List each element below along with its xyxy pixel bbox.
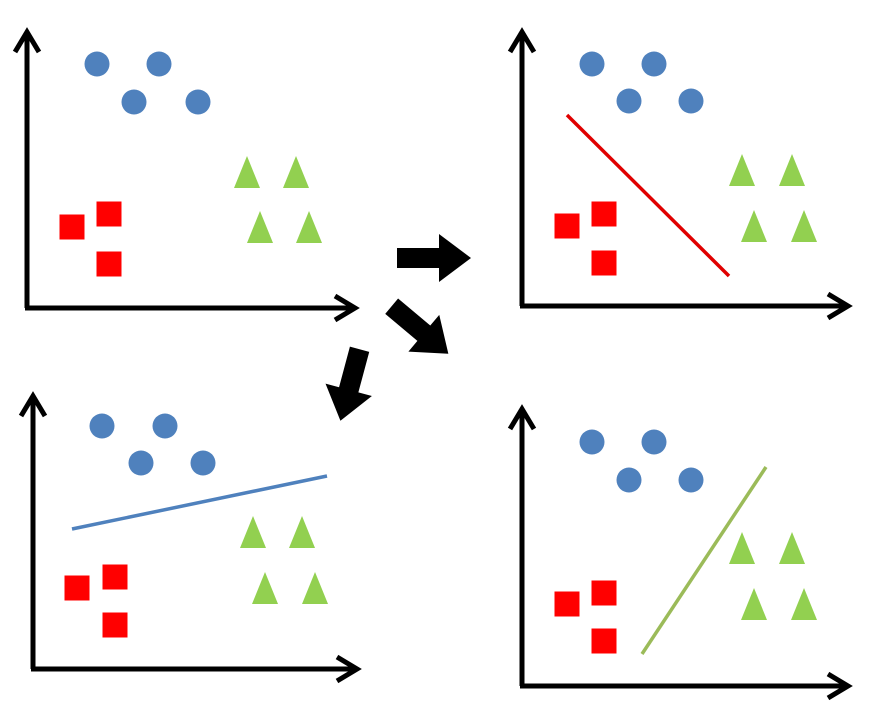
y-axis-arrowhead — [507, 404, 537, 431]
x-axis-arrowhead — [826, 671, 853, 701]
panel-original — [12, 27, 360, 323]
green-triangle — [252, 572, 278, 604]
green-triangle — [729, 532, 755, 564]
arrow-down-left — [325, 346, 372, 421]
green-triangle — [779, 532, 805, 564]
separator-line-blue — [71, 474, 328, 531]
red-square — [591, 580, 617, 606]
green-triangle — [729, 154, 755, 186]
y-axis-arrowhead — [18, 391, 48, 418]
blue-circle — [579, 429, 605, 455]
blue-circle — [146, 51, 172, 77]
x-axis-arrowhead — [335, 654, 362, 684]
blue-circle — [616, 467, 642, 493]
panel-green-separator — [507, 404, 853, 701]
arrow-right — [397, 234, 471, 282]
red-square — [96, 251, 122, 277]
green-triangle — [247, 211, 273, 243]
green-triangle — [779, 154, 805, 186]
green-triangle — [791, 588, 817, 620]
blue-circle — [128, 450, 154, 476]
green-triangle — [296, 211, 322, 243]
red-square — [102, 564, 128, 590]
red-square — [102, 612, 128, 638]
red-square — [591, 201, 617, 227]
panel-red-separator — [507, 27, 853, 321]
y-axis-arrowhead — [12, 27, 42, 54]
red-square — [96, 201, 122, 227]
green-triangle — [791, 210, 817, 242]
red-square — [59, 214, 85, 240]
separator-line-green — [640, 466, 768, 655]
blue-circle — [152, 413, 178, 439]
blue-circle — [579, 51, 605, 77]
blue-circle — [616, 88, 642, 114]
blue-circle — [84, 51, 110, 77]
arrow-down-right — [385, 298, 449, 354]
y-axis-arrowhead — [507, 27, 537, 54]
red-square — [554, 591, 580, 617]
blue-circle — [89, 413, 115, 439]
panel-blue-separator — [18, 391, 362, 684]
green-triangle — [234, 156, 260, 188]
x-axis-arrowhead — [333, 293, 360, 323]
blue-circle — [185, 89, 211, 115]
blue-circle — [121, 89, 147, 115]
red-square — [591, 628, 617, 654]
green-triangle — [283, 156, 309, 188]
red-square — [64, 575, 90, 601]
green-triangle — [741, 210, 767, 242]
green-triangle — [240, 516, 266, 548]
blue-circle — [678, 467, 704, 493]
green-triangle — [302, 572, 328, 604]
green-triangle — [741, 588, 767, 620]
blue-circle — [678, 88, 704, 114]
blue-circle — [190, 450, 216, 476]
red-square — [554, 213, 580, 239]
red-square — [591, 250, 617, 276]
x-axis-arrowhead — [826, 291, 853, 321]
green-triangle — [289, 516, 315, 548]
blue-circle — [641, 51, 667, 77]
separator-line-red — [565, 113, 731, 278]
blue-circle — [641, 429, 667, 455]
